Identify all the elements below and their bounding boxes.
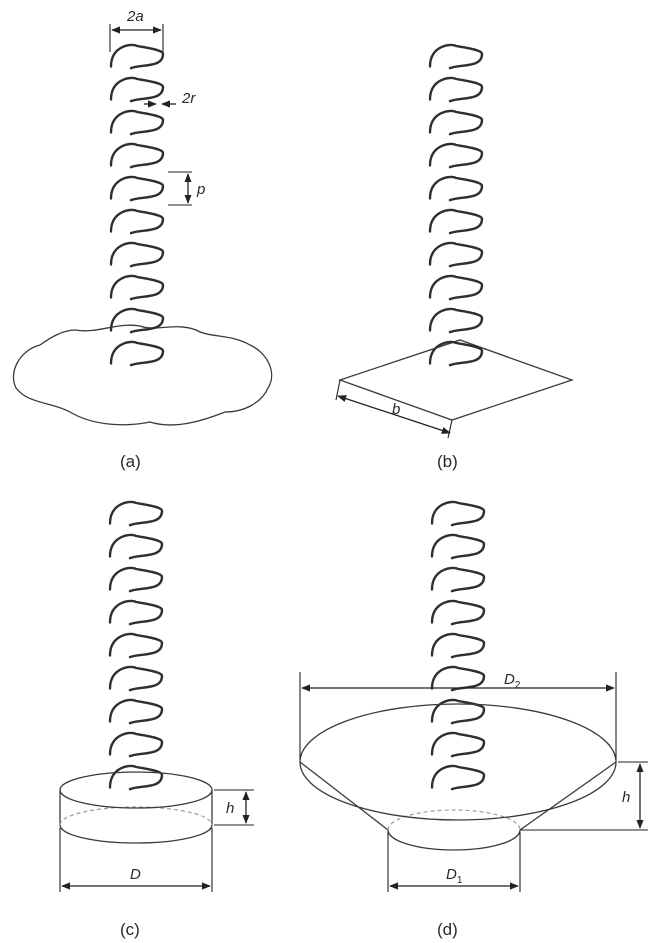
cylinder-body <box>59 790 213 844</box>
cone-top-diameter-label: D2 <box>504 671 521 691</box>
pitch-label: p <box>196 181 205 198</box>
coil-turn <box>428 76 484 103</box>
panel-b: b (b) <box>335 43 574 471</box>
coil-turn <box>430 731 486 758</box>
panel-c: h D (c) <box>59 500 254 939</box>
coil-turn <box>430 500 486 527</box>
coil-turn <box>108 764 164 791</box>
coil-turn <box>109 340 165 367</box>
coil-turn <box>109 43 165 70</box>
cylinder-bottom-hidden <box>59 806 213 826</box>
coil-turn <box>109 274 165 301</box>
side-arrow <box>337 395 451 434</box>
coil-turn <box>428 340 484 367</box>
caption-b: (b) <box>437 452 458 471</box>
coil-turn <box>109 307 165 334</box>
coil-turn <box>430 665 486 692</box>
coil-turn <box>109 208 165 235</box>
coil-turn <box>428 43 484 70</box>
coil-turn <box>428 175 484 202</box>
helix-coil-b <box>428 43 484 367</box>
panel-d: D2 h D1 (d) <box>299 500 648 939</box>
panel-a: 2a 2r p (a) <box>12 8 273 471</box>
coil-turn <box>108 533 164 560</box>
coil-turn <box>109 241 165 268</box>
coil-turn <box>428 241 484 268</box>
side-label: b <box>392 401 400 418</box>
cone-bottom-diameter-label: D1 <box>446 866 463 886</box>
coil-turn <box>430 599 486 626</box>
cone-side-right <box>519 761 617 831</box>
cone-bottom-hidden <box>387 809 521 831</box>
coil-diameter-label: 2a <box>126 8 144 25</box>
coil-turn <box>108 566 164 593</box>
coil-turn <box>428 109 484 136</box>
coil-turn <box>108 599 164 626</box>
side-ext-right <box>447 419 453 439</box>
coil-turn <box>108 731 164 758</box>
helix-coil-c <box>108 500 164 791</box>
wire-diameter-label: 2r <box>181 90 196 107</box>
cylinder-top <box>59 771 213 809</box>
coil-turn <box>109 109 165 136</box>
coil-turn <box>109 142 165 169</box>
coil-turn <box>108 500 164 527</box>
ground-plane-irregular <box>12 324 273 426</box>
side-ext-left <box>335 379 341 401</box>
coil-turn <box>108 698 164 725</box>
cone-top <box>299 703 617 821</box>
cone-height-label: h <box>622 789 630 806</box>
cyl-height-label: h <box>226 800 234 817</box>
coil-turn <box>108 665 164 692</box>
coil-turn <box>109 76 165 103</box>
caption-a: (a) <box>120 452 141 471</box>
coil-turn <box>428 142 484 169</box>
coil-turn <box>430 764 486 791</box>
caption-c: (c) <box>120 920 140 939</box>
caption-d: (d) <box>437 920 458 939</box>
helix-coil-a <box>109 43 165 367</box>
coil-turn <box>430 632 486 659</box>
coil-turn <box>428 307 484 334</box>
cone-bottom-front <box>387 829 521 851</box>
coil-turn <box>109 175 165 202</box>
coil-turn <box>428 274 484 301</box>
coil-turn <box>108 632 164 659</box>
helix-coil-d <box>430 500 486 791</box>
cone-side-left <box>299 761 389 831</box>
cyl-diameter-label: D <box>130 866 141 883</box>
coil-turn <box>430 566 486 593</box>
coil-turn <box>430 533 486 560</box>
coil-turn <box>428 208 484 235</box>
